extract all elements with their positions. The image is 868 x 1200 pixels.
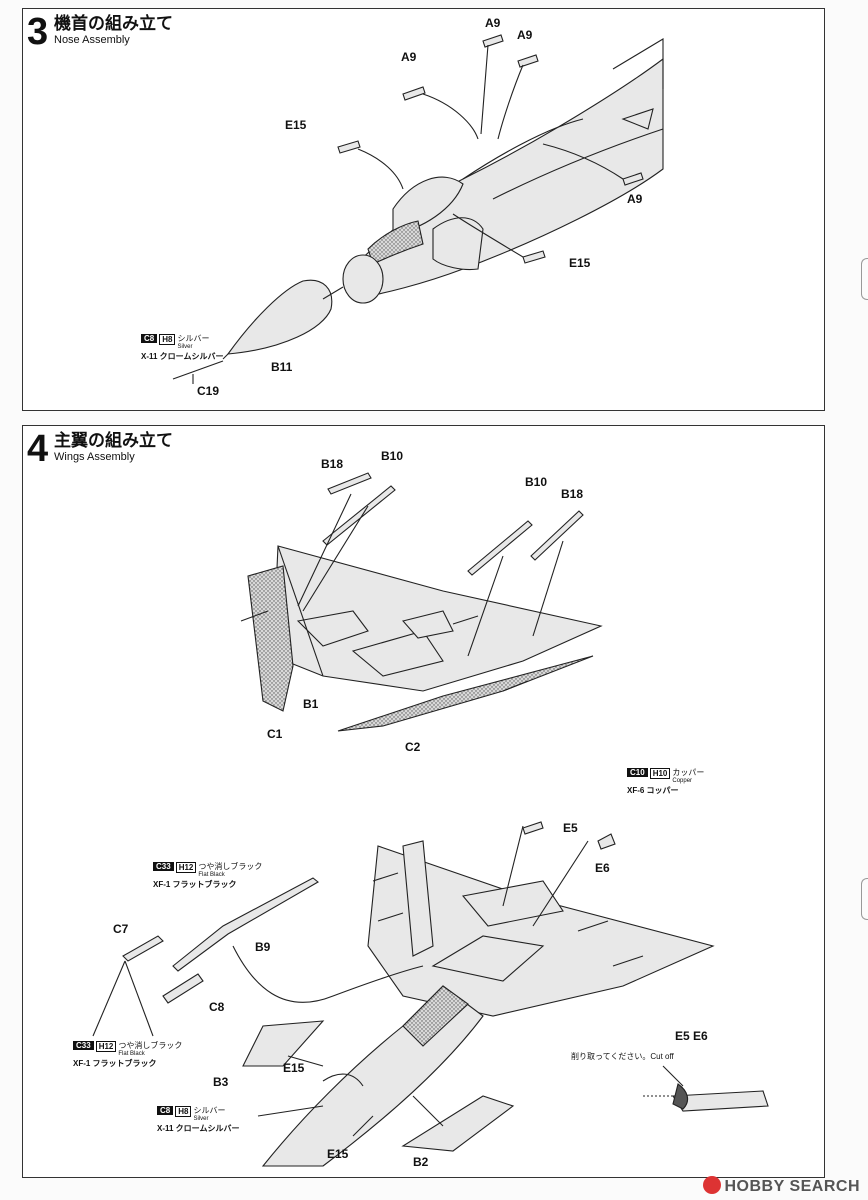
step-title-jp: 主翼の組み立て [54, 431, 173, 450]
page-edge-tab [861, 878, 868, 920]
color-code-c: C33 [73, 1041, 94, 1050]
paint-name-jp: カッパー [672, 768, 705, 777]
paint-name-en: Flat Black [198, 872, 225, 878]
paint-alt-code: XF-1 フラットブラック [153, 880, 237, 889]
color-code-c: C8 [157, 1106, 174, 1115]
part-label-b10: B10 [381, 449, 404, 463]
part-label-a9: A9 [627, 192, 643, 206]
paint-name-jp: つや消しブラック [198, 862, 263, 871]
step-4-wings-assembly-panel: 4 主翼の組み立て Wings Assembly [22, 425, 825, 1178]
nose-assembly-drawing [172, 34, 664, 384]
color-code-h: H12 [175, 862, 197, 873]
part-label-a9: A9 [401, 50, 417, 64]
part-label-e15: E15 [283, 1061, 305, 1075]
watermark-text: HOBBY SEARCH [724, 1178, 860, 1195]
part-label-e15: E15 [285, 118, 307, 132]
page-edge-tab [861, 258, 868, 300]
color-code-h: H12 [95, 1041, 117, 1052]
paint-name-en: Copper [672, 778, 693, 784]
paint-name-en: Silver [177, 344, 193, 350]
step-number: 4 [27, 428, 49, 470]
paint-name-jp: つや消しブラック [118, 1041, 183, 1050]
hobby-search-logo-icon [702, 1176, 721, 1194]
part-label-c7: C7 [113, 922, 129, 936]
paint-alt-code: X-11 クロームシルバー [141, 352, 224, 361]
part-label-c19: C19 [197, 384, 220, 398]
part-label-b18: B18 [321, 457, 344, 471]
watermark: HOBBY SEARCH [702, 1176, 861, 1196]
part-label-b11: B11 [271, 360, 293, 374]
part-label-b10: B10 [525, 475, 548, 489]
part-label-e5-e6: E5 E6 [675, 1029, 708, 1043]
part-label-c1: C1 [267, 727, 283, 741]
step-3-nose-assembly-panel: 3 機首の組み立て Nose Assembly [22, 8, 825, 411]
paint-name-en: Silver [193, 1116, 209, 1122]
paint-name-jp: シルバー [193, 1106, 226, 1115]
part-label-b9: B9 [255, 940, 271, 954]
part-label-e15: E15 [327, 1147, 349, 1161]
paint-name-en: Flat Black [118, 1051, 145, 1057]
part-label-e15: E15 [569, 256, 591, 270]
color-code-h: H8 [159, 334, 176, 345]
part-label-b18: B18 [561, 487, 584, 501]
step-title-jp: 機首の組み立て [54, 14, 173, 33]
part-label-e5: E5 [563, 821, 578, 835]
part-label-a9: A9 [517, 28, 533, 42]
part-label-a9: A9 [485, 16, 501, 30]
wings-assembly-drawing [92, 472, 769, 1167]
paint-name-jp: シルバー [177, 334, 210, 343]
color-code-c: C8 [141, 334, 158, 343]
paint-alt-code: XF-6 コッパー [627, 786, 679, 795]
step-title-en: Wings Assembly [54, 451, 135, 463]
color-code-h: H10 [649, 768, 671, 779]
part-label-b2: B2 [413, 1155, 429, 1169]
cut-off-note: 削り取ってください。Cut off [571, 1052, 674, 1061]
paint-alt-code: X-11 クロームシルバー [157, 1124, 240, 1133]
part-label-b3: B3 [213, 1075, 229, 1089]
part-label-e6: E6 [595, 861, 610, 875]
color-code-h: H8 [175, 1106, 192, 1117]
part-label-b1: B1 [303, 697, 319, 711]
paint-alt-code: XF-1 フラットブラック [73, 1059, 157, 1068]
part-label-c8: C8 [209, 1000, 225, 1014]
color-code-c: C10 [627, 768, 648, 777]
step-number: 3 [27, 11, 49, 53]
part-label-c2: C2 [405, 740, 421, 754]
step-title-en: Nose Assembly [54, 34, 130, 46]
color-code-c: C33 [153, 862, 174, 871]
